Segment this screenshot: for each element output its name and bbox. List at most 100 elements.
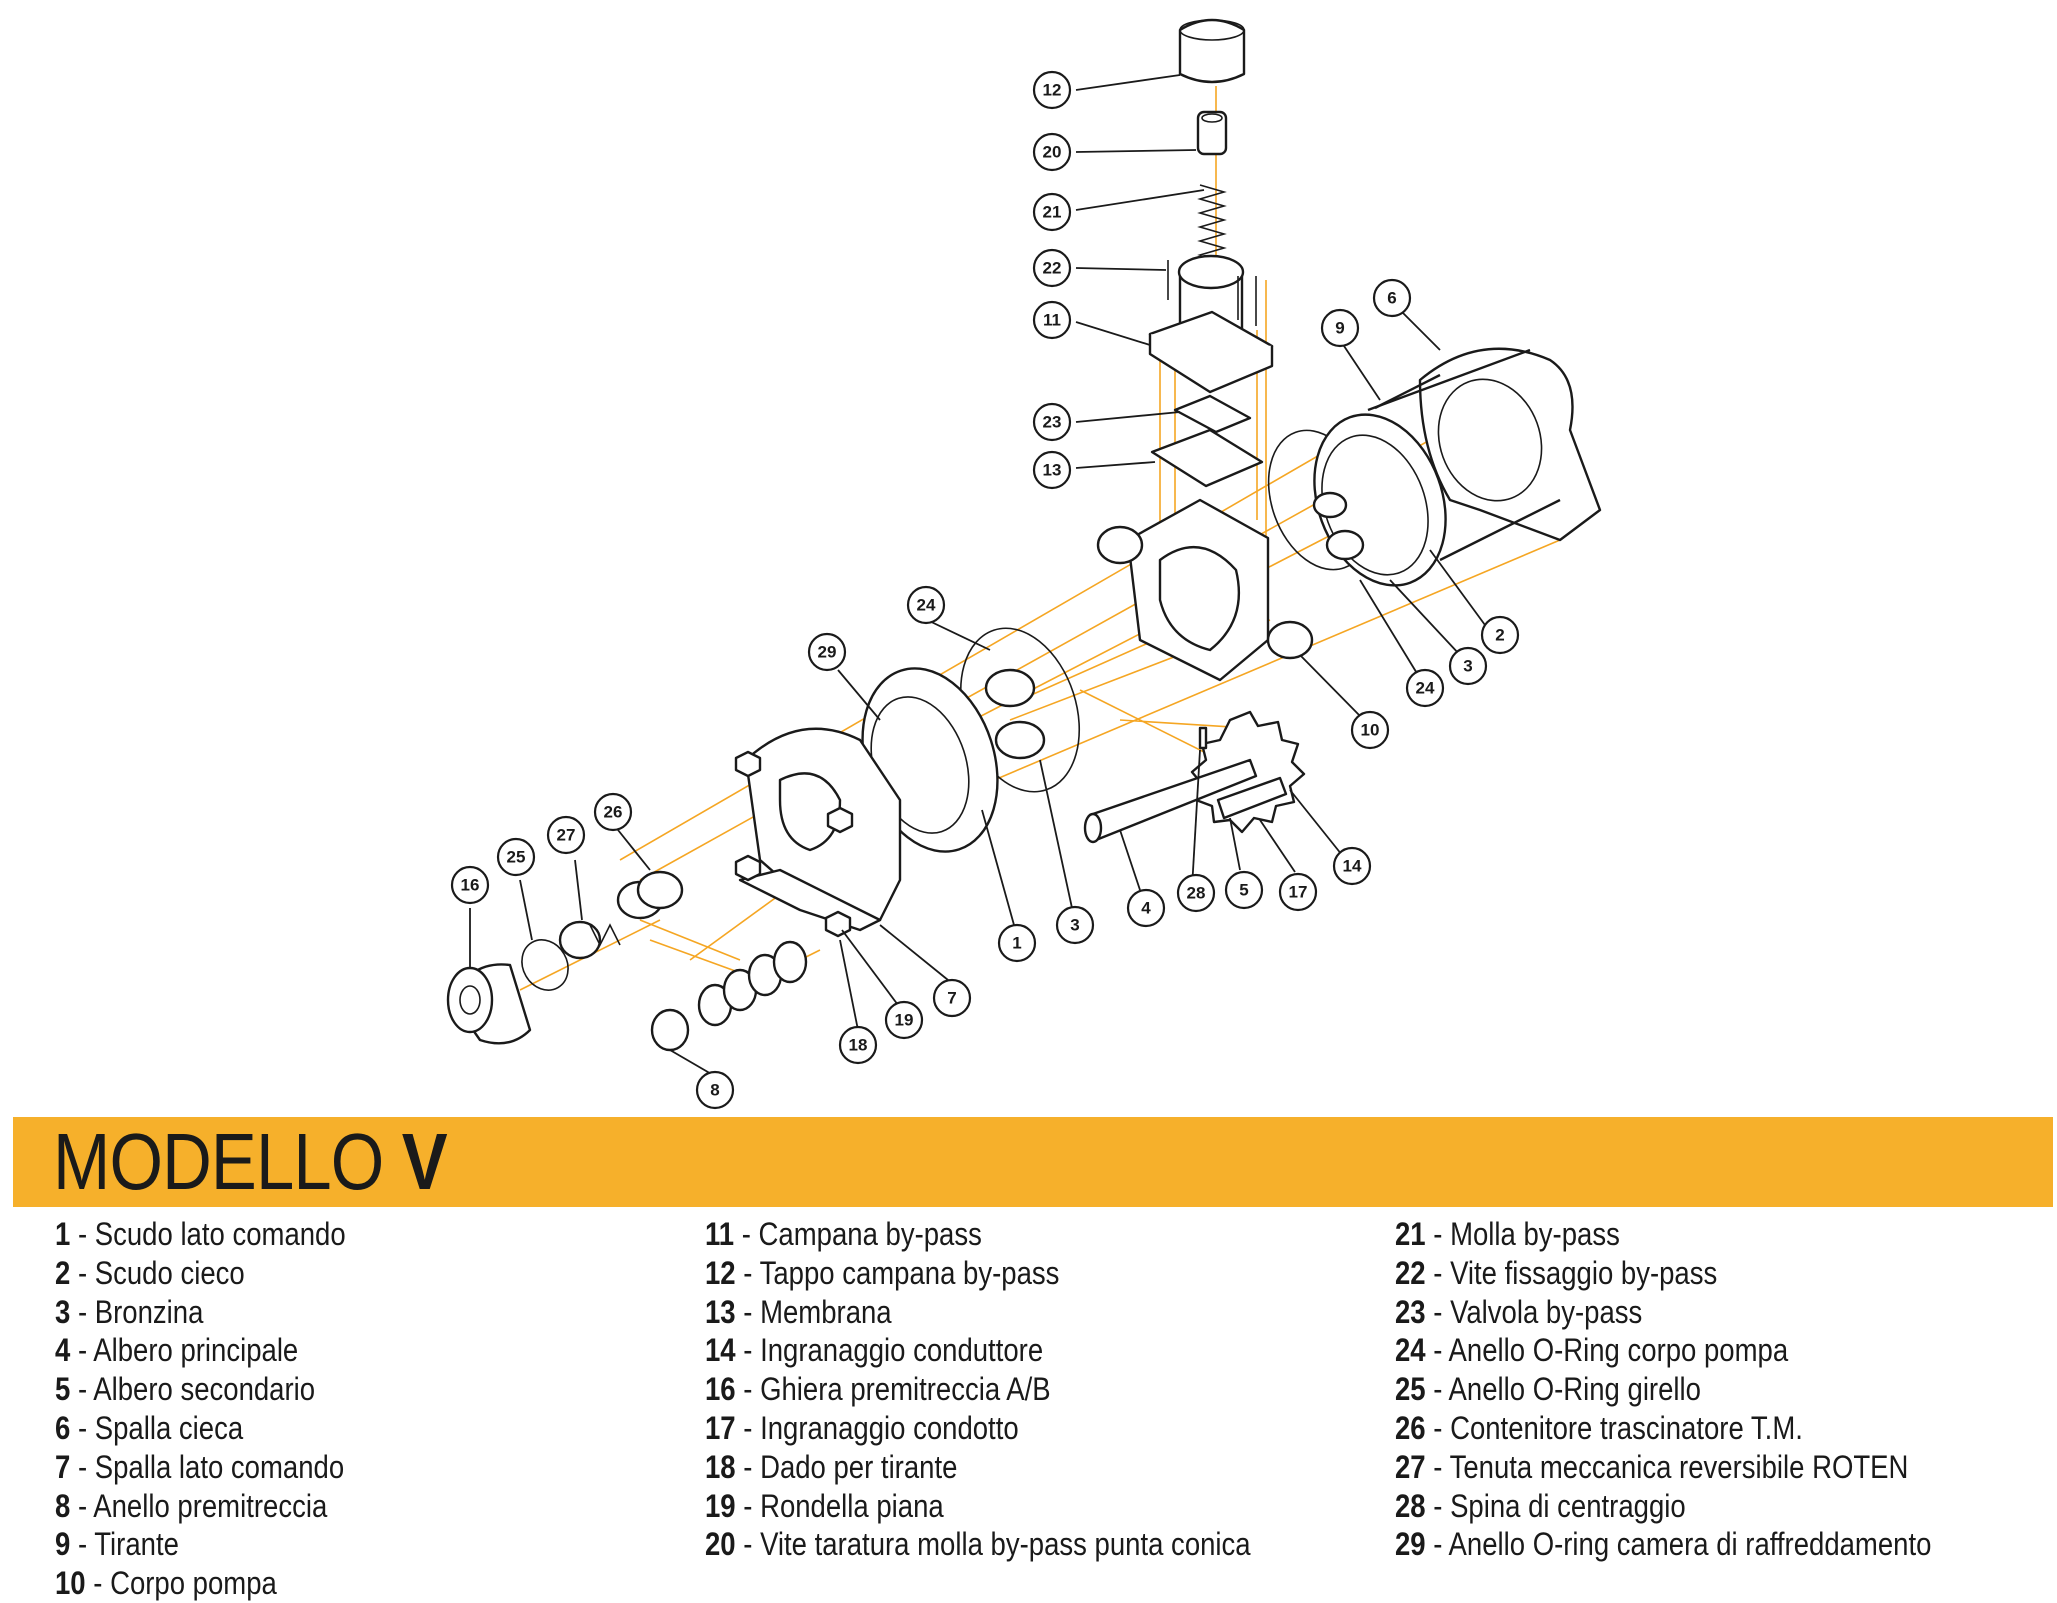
part-6-blind-flange xyxy=(1367,347,1602,562)
legend-item: 29 - Anello O-ring camera di raffreddame… xyxy=(1395,1526,1932,1563)
part-21-spring xyxy=(1197,184,1227,263)
legend-item: 8 - Anello premitreccia xyxy=(55,1487,328,1524)
callout-28: 28 xyxy=(1176,873,1216,913)
svg-text:2: 2 xyxy=(1495,626,1504,645)
legend-column-2: 11 - Campana by-pass 12 - Tappo campana … xyxy=(705,1215,1339,1564)
callout-5: 5 xyxy=(1224,870,1264,910)
svg-text:10: 10 xyxy=(1361,721,1380,740)
part-23-valve xyxy=(1173,394,1252,434)
legend-item: 14 - Ingranaggio conduttore xyxy=(705,1332,1044,1369)
svg-text:20: 20 xyxy=(1043,143,1062,162)
model-title-prefix: MODELLO xyxy=(53,1117,384,1206)
svg-text:1: 1 xyxy=(1012,934,1021,953)
svg-text:25: 25 xyxy=(507,848,526,867)
svg-text:17: 17 xyxy=(1289,883,1308,902)
callout-23: 23 xyxy=(1032,402,1072,442)
callout-24-rear: 24 xyxy=(1405,668,1445,708)
svg-text:7: 7 xyxy=(947,989,956,1008)
svg-text:26: 26 xyxy=(604,803,623,822)
callout-3-front: 3 xyxy=(1055,905,1095,945)
svg-text:11: 11 xyxy=(1043,311,1061,330)
legend-item: 25 - Anello O-Ring girello xyxy=(1395,1371,1701,1408)
callout-2: 2 xyxy=(1480,615,1520,655)
svg-text:8: 8 xyxy=(710,1081,719,1100)
part-20-screw xyxy=(1196,110,1228,156)
callout-22: 22 xyxy=(1032,248,1072,288)
callout-10: 10 xyxy=(1350,710,1390,750)
callout-18: 18 xyxy=(838,1025,878,1065)
model-banner: MODELLO V xyxy=(13,1117,2053,1207)
part-8-packing-ring xyxy=(650,940,808,1052)
svg-text:13: 13 xyxy=(1043,461,1062,480)
svg-text:28: 28 xyxy=(1187,884,1206,903)
leader-lines xyxy=(469,74,1486,1076)
svg-text:24: 24 xyxy=(1416,679,1435,698)
legend-column-1: 1 - Scudo lato comando 2 - Scudo cieco 3… xyxy=(55,1215,393,1603)
legend-item: 17 - Ingranaggio condotto xyxy=(705,1409,1019,1446)
part-26-container xyxy=(616,870,684,920)
legend-item: 1 - Scudo lato comando xyxy=(55,1216,346,1252)
part-4-main-shaft xyxy=(1083,758,1258,844)
callout-24-front: 24 xyxy=(906,585,946,625)
legend-item: 2 - Scudo cieco xyxy=(55,1254,245,1291)
callout-27: 27 xyxy=(546,815,586,855)
part-16-gland-nut xyxy=(446,963,532,1045)
legend-item: 20 - Vite taratura molla by-pass punta c… xyxy=(705,1526,1251,1563)
svg-text:22: 22 xyxy=(1043,259,1062,278)
svg-text:6: 6 xyxy=(1387,289,1396,308)
callout-21: 21 xyxy=(1032,192,1072,232)
svg-text:27: 27 xyxy=(557,826,576,845)
callout-4: 4 xyxy=(1126,888,1166,928)
svg-text:23: 23 xyxy=(1043,413,1062,432)
svg-text:19: 19 xyxy=(895,1011,914,1030)
part-12-cap xyxy=(1178,18,1246,84)
part-27-mechanical-seal xyxy=(558,920,621,960)
exploded-pump-diagram: 12 20 21 22 11 23 13 9 6 24 2 3 24 10 29… xyxy=(446,18,1602,1110)
callout-14: 14 xyxy=(1332,846,1372,886)
svg-text:3: 3 xyxy=(1070,916,1079,935)
callout-20: 20 xyxy=(1032,132,1072,172)
part-18-nuts xyxy=(734,750,854,938)
callout-12: 12 xyxy=(1032,70,1072,110)
svg-text:4: 4 xyxy=(1141,899,1151,918)
legend-item: 7 - Spalla lato comando xyxy=(55,1448,345,1485)
legend-item: 28 - Spina di centraggio xyxy=(1395,1487,1686,1524)
legend-item: 18 - Dado per tirante xyxy=(705,1448,958,1485)
callout-7: 7 xyxy=(932,978,972,1018)
callout-9: 9 xyxy=(1320,308,1360,348)
model-title: MODELLO V xyxy=(53,1121,448,1203)
svg-text:3: 3 xyxy=(1463,657,1472,676)
model-title-letter: V xyxy=(401,1117,448,1206)
svg-text:9: 9 xyxy=(1335,319,1344,338)
callout-17: 17 xyxy=(1278,872,1318,912)
callout-11: 11 xyxy=(1032,300,1072,340)
legend-item: 5 - Albero secondario xyxy=(55,1371,316,1408)
legend-item: 10 - Corpo pompa xyxy=(55,1565,277,1602)
callout-1: 1 xyxy=(997,923,1037,963)
legend-item: 24 - Anello O-Ring corpo pompa xyxy=(1395,1332,1789,1369)
callout-bubbles: 12 20 21 22 11 23 13 9 6 24 2 3 24 10 29… xyxy=(450,70,1520,1110)
part-3-bushings xyxy=(984,668,1046,760)
legend-item: 9 - Tirante xyxy=(55,1526,179,1563)
part-25-oring-ring xyxy=(521,939,569,991)
part-11-bell xyxy=(1148,254,1274,394)
part-9-tie-rods xyxy=(1374,373,1441,410)
callout-8: 8 xyxy=(695,1070,735,1110)
part-13-membrane xyxy=(1150,428,1264,488)
callout-29: 29 xyxy=(807,632,847,672)
legend-item: 22 - Vite fissaggio by-pass xyxy=(1395,1254,1718,1291)
callout-13: 13 xyxy=(1032,450,1072,490)
callout-3-rear: 3 xyxy=(1448,646,1488,686)
svg-text:5: 5 xyxy=(1239,881,1248,900)
legend-column-3: 21 - Molla by-pass 22 - Vite fissaggio b… xyxy=(1395,1215,2019,1564)
svg-text:21: 21 xyxy=(1043,203,1062,222)
callout-16: 16 xyxy=(450,865,490,905)
callout-26: 26 xyxy=(593,792,633,832)
part-5-secondary-shaft xyxy=(1216,776,1288,820)
legend-item: 27 - Tenuta meccanica reversibile ROTEN xyxy=(1395,1448,1909,1485)
svg-text:18: 18 xyxy=(849,1036,868,1055)
legend-item: 16 - Ghiera premitreccia A/B xyxy=(705,1371,1051,1408)
part-28-dowel xyxy=(1198,726,1208,750)
legend-item: 21 - Molla by-pass xyxy=(1395,1216,1620,1252)
svg-text:12: 12 xyxy=(1043,81,1062,100)
